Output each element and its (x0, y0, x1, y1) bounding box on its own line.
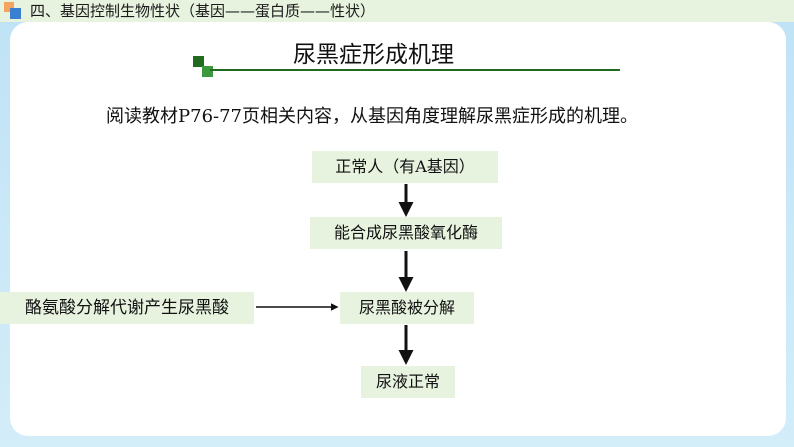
header-orange-square-icon (4, 2, 14, 12)
flow-box-enzyme: 能合成尿黑酸氧化酶 (310, 217, 502, 249)
header-bar: 四、基因控制生物性状（基因——蛋白质——性状） (0, 0, 794, 22)
title-light-square-icon (202, 66, 213, 77)
flow-box-tyrosine: 酪氨酸分解代谢产生尿黑酸 (0, 292, 254, 324)
flow-box-decomposed: 尿黑酸被分解 (340, 292, 474, 324)
title-underline (210, 69, 620, 71)
section-title: 四、基因控制生物性状（基因——蛋白质——性状） (30, 2, 376, 20)
title-dark-square-icon (193, 56, 204, 67)
instruction-text: 阅读教材P76-77页相关内容，从基因角度理解尿黑症形成的机理。 (106, 106, 638, 127)
slide-title: 尿黑症形成机理 (293, 42, 454, 68)
header-blue-square-icon (10, 8, 21, 19)
flow-box-normal-person: 正常人（有A基因） (312, 151, 498, 183)
flow-box-normal-urine: 尿液正常 (361, 366, 455, 398)
